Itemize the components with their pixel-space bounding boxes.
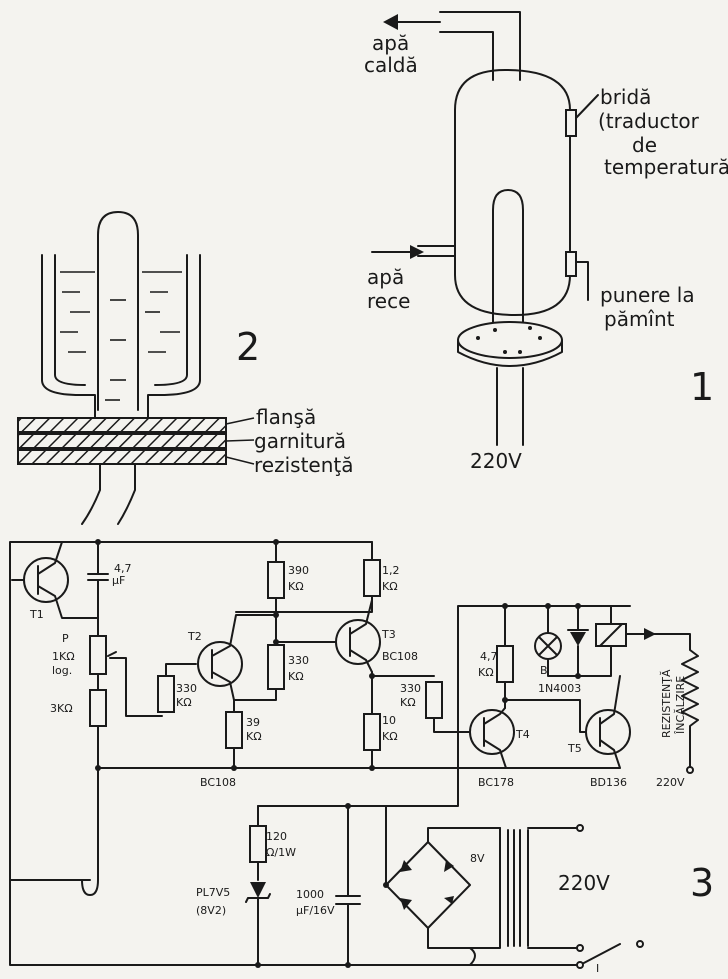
bulb-label: B [540,664,548,677]
cold-water-label-1: apă [367,265,404,289]
c47-value: 4,7 [114,562,132,575]
r330c-value: 330 [400,682,421,695]
heater-voltage-label: 220V [656,776,685,789]
figure-1-number: 1 [690,365,714,409]
pot-name: P [62,632,69,645]
r120-unit: Ω/1W [266,846,296,859]
flange-label-4: temperatură [604,155,728,179]
r39-value: 39 [246,716,260,729]
figure-3-number: 3 [690,861,714,905]
flange-label-3: de [632,133,657,157]
bd136-label: BD136 [590,776,627,789]
r390-value: 390 [288,564,309,577]
secondary-voltage-label: 8V [470,852,485,865]
r10-unit: KΩ [382,730,398,743]
flange-label-2: (traductor [598,109,700,133]
r330a-value: 330 [176,682,197,695]
r330b-value: 330 [288,654,309,667]
bc178-label: BC178 [478,776,514,789]
mains-voltage-label: 220V [558,871,610,895]
figure-2-vessel [17,211,255,525]
r47-value: 4,7 [480,650,498,663]
r10-value: 10 [382,714,396,727]
hot-water-label-1: apă [372,31,409,55]
ground-label-1: punere la [600,283,695,307]
t5-label: T5 [567,742,582,755]
gasket-layer-label: garnitură [254,429,346,453]
t4-label: T4 [515,728,530,741]
hot-water-label-2: caldă [364,53,418,77]
r39-unit: KΩ [246,730,262,743]
bc108b-label: BC108 [382,650,418,663]
figure-3-circuit [9,539,699,969]
t1-label: T1 [29,608,44,621]
switch-label: I [596,962,599,975]
flange-label-1: bridă [600,85,651,109]
r3k-label: 3KΩ [50,702,73,715]
cap1000-value: 1000 [296,888,324,901]
supply-voltage-label: 220V [470,449,522,473]
resistance-layer-label: rezistenţă [254,453,353,477]
zener-part: PL7V5 [196,886,230,899]
cold-water-label-2: rece [367,289,410,313]
r12-unit: KΩ [382,580,398,593]
r12-value: 1,2 [382,564,400,577]
diode-label: 1N4003 [538,682,581,695]
t2-label: T2 [187,630,202,643]
heater-label-2: ÎNCĂLZIRE [674,676,687,735]
r330c-unit: KΩ [400,696,416,709]
r330b-unit: KΩ [288,670,304,683]
r47-unit: KΩ [478,666,494,679]
figure-2-number: 2 [236,325,260,369]
heater-label-1: REZISTENŢĂ [660,669,673,738]
t3-label: T3 [381,628,396,641]
ground-label-2: pămînt [604,307,675,331]
bc108a-label: BC108 [200,776,236,789]
zener-voltage: (8V2) [196,904,226,917]
pot-taper: log. [52,664,72,677]
r330a-unit: KΩ [176,696,192,709]
flange-layer-label: flanşă [256,405,316,429]
c47-unit: µF [112,574,125,587]
pot-value: 1KΩ [52,650,75,663]
r120-value: 120 [266,830,287,843]
r390-unit: KΩ [288,580,304,593]
figure-1-boiler [371,11,599,446]
cap1000-unit: µF/16V [296,904,335,917]
